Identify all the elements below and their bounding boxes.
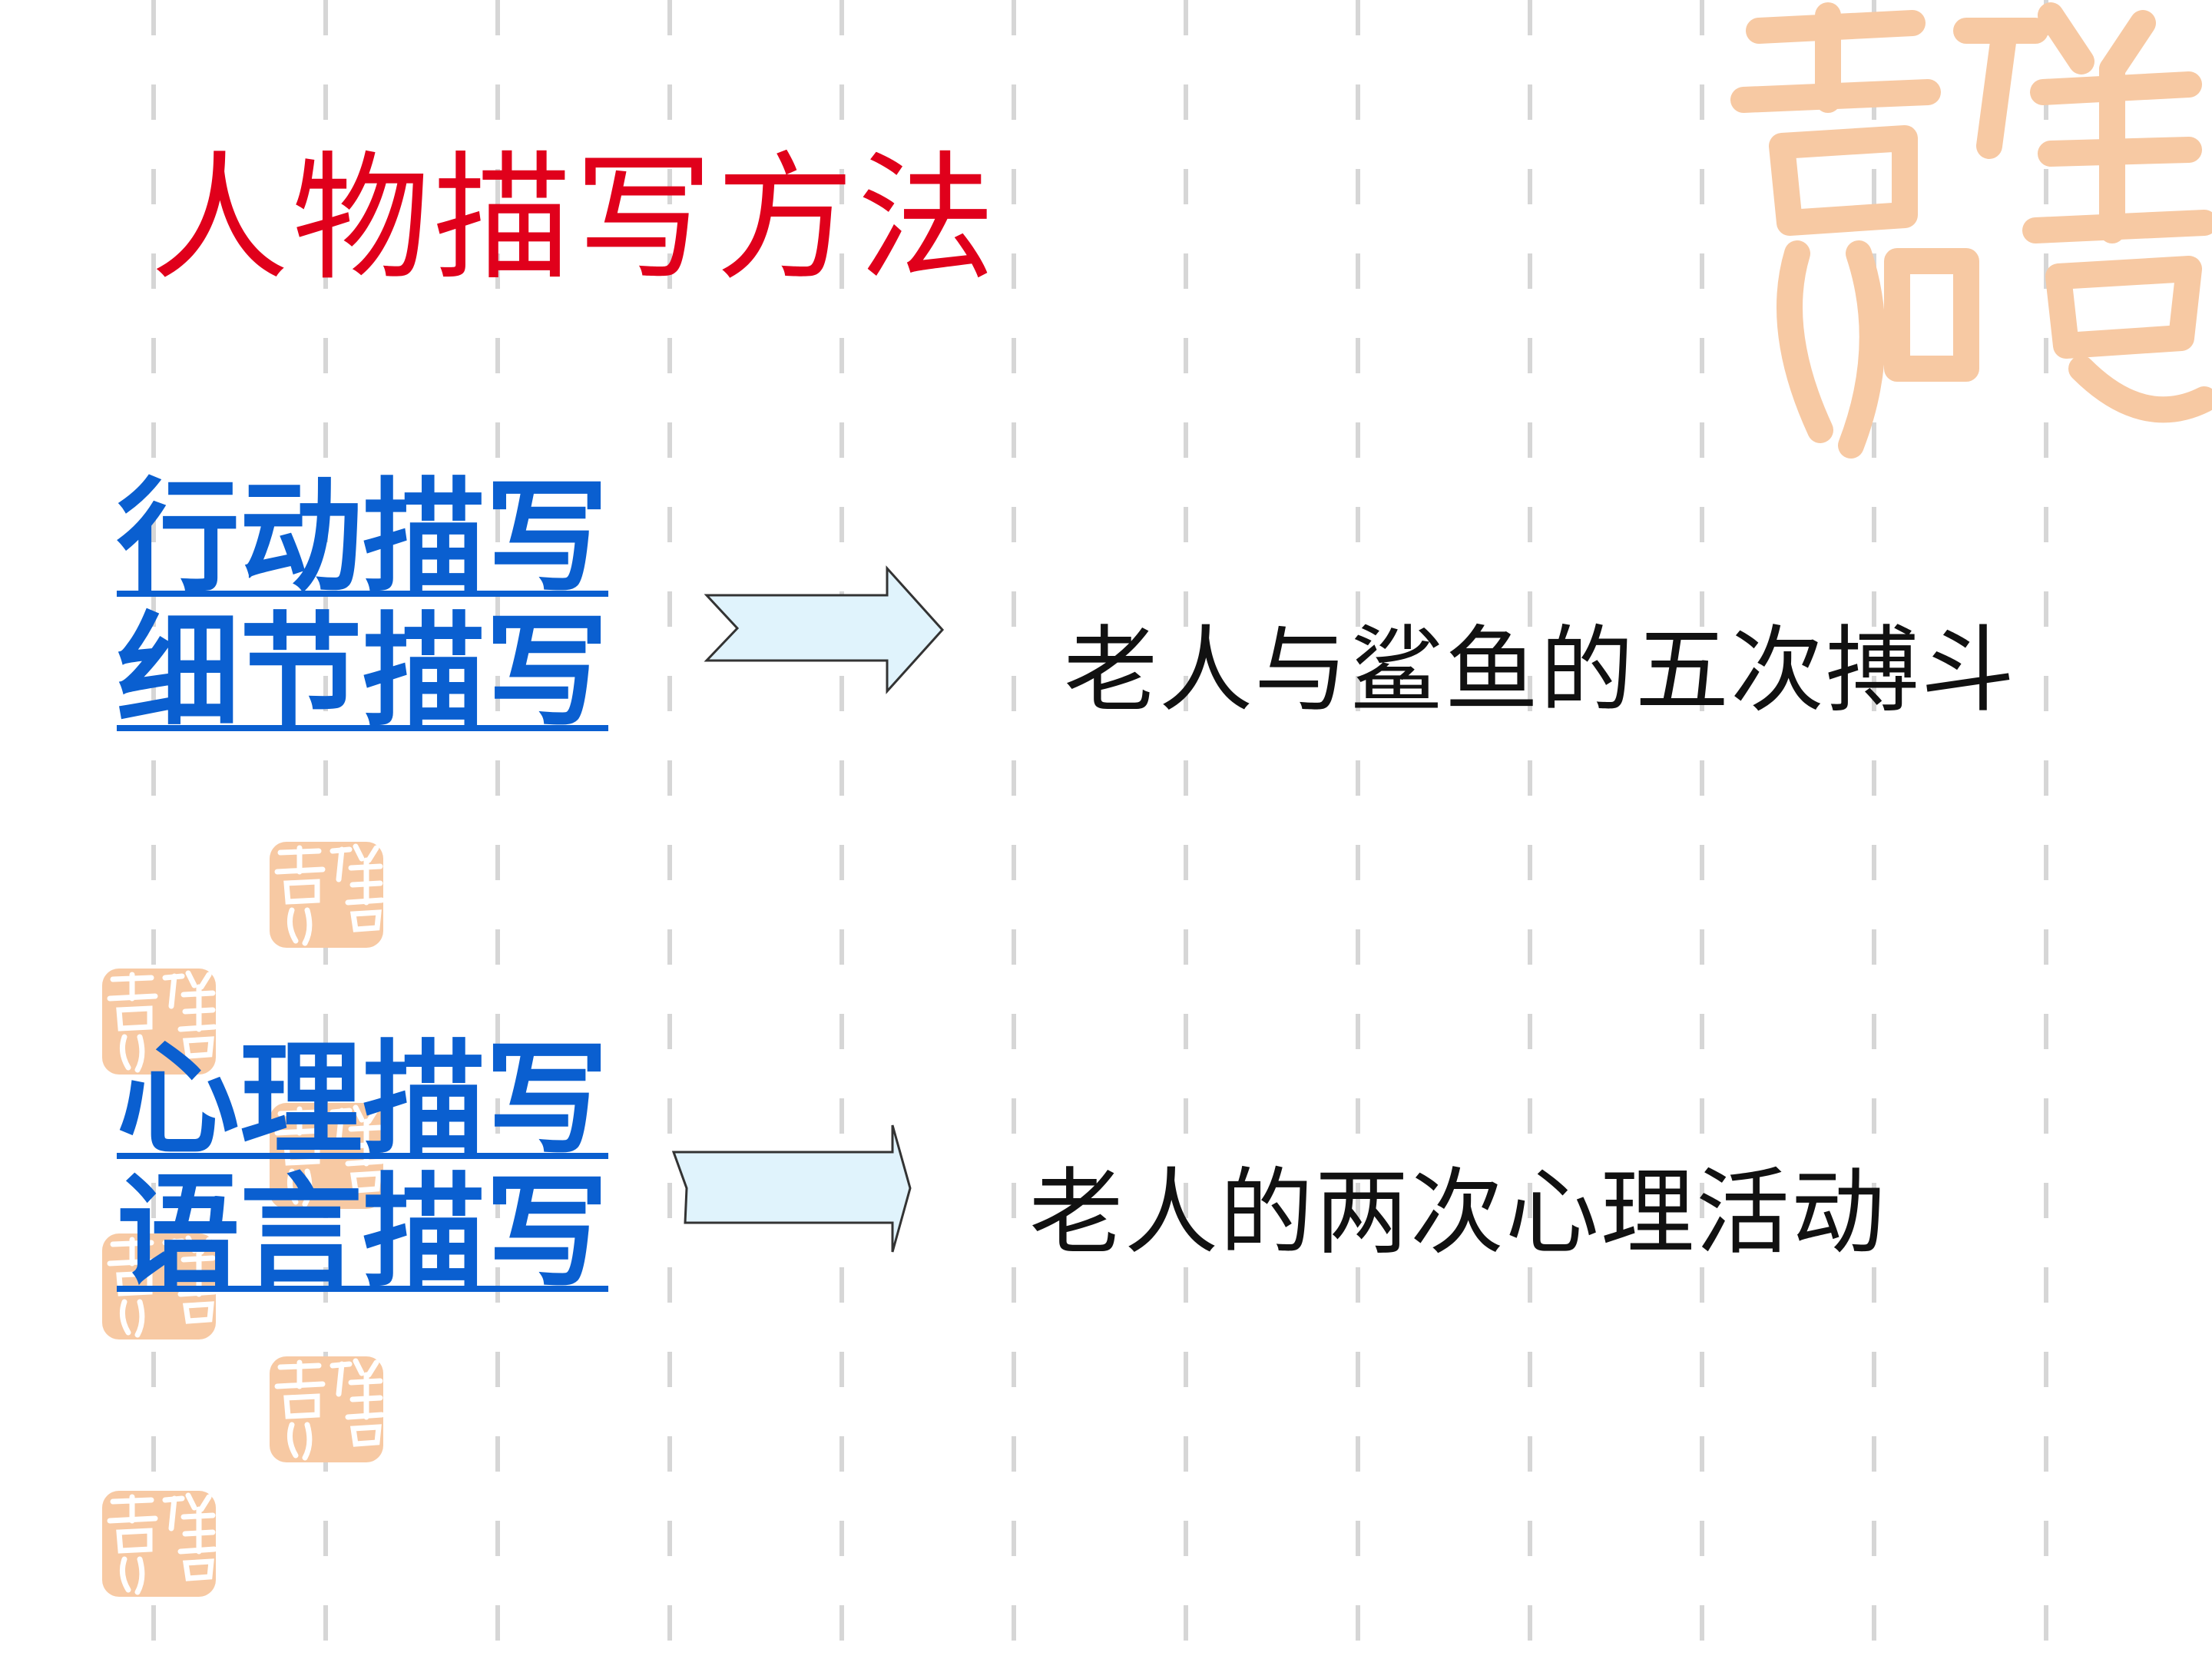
- ji-xiang-seal-icon: [102, 1233, 217, 1339]
- right-arrow-icon: [704, 565, 945, 694]
- link-action-description[interactable]: 行动描写: [117, 465, 609, 609]
- slide-title: 人物描写方法: [151, 139, 999, 300]
- ji-xiang-seal-icon: [270, 1356, 385, 1462]
- ji-xiang-seal-icon: [102, 969, 217, 1075]
- link-psychological-description[interactable]: 心理描写: [117, 1028, 609, 1171]
- link-language-description[interactable]: 语言描写: [117, 1161, 609, 1304]
- ji-xiang-seal-icon: [1730, 2, 2212, 459]
- link-detail-description[interactable]: 细节描写: [117, 600, 609, 743]
- result-text-psychology: 老人的两次心理活动: [1029, 1158, 1886, 1267]
- ji-xiang-seal-icon: [102, 1491, 217, 1597]
- right-arrow-icon: [671, 1124, 912, 1253]
- ji-xiang-seal-icon: [270, 842, 385, 948]
- result-text-fights: 老人与鲨鱼的五次搏斗: [1064, 616, 2016, 725]
- ji-xiang-seal-icon: [270, 1103, 385, 1209]
